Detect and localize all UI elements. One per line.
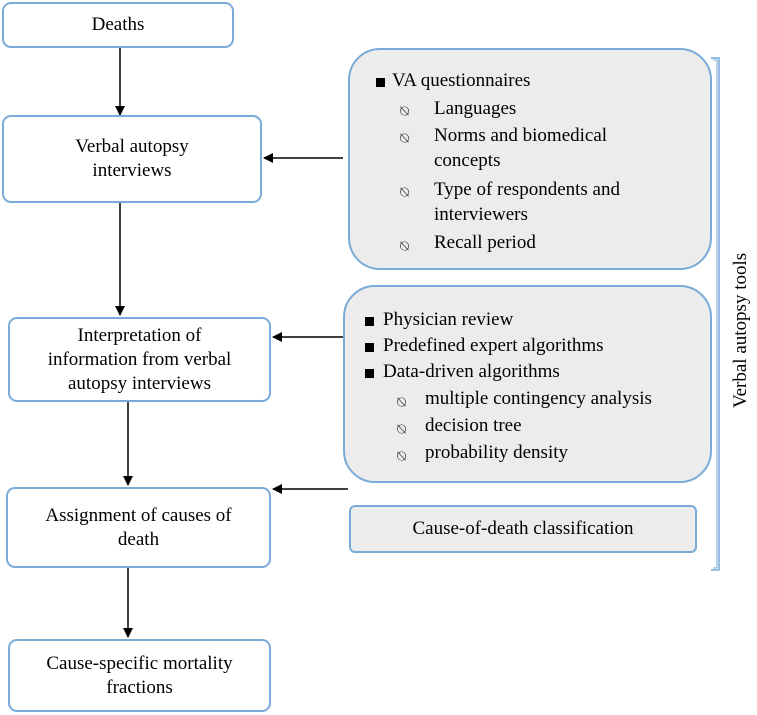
bullet-square-icon xyxy=(376,78,385,87)
interpretation-label-1: Interpretation of xyxy=(77,324,202,346)
assignment-label-1: Assignment of causes of xyxy=(45,504,232,526)
classification-label: Cause-of-death classification xyxy=(412,518,634,539)
assignment-label-2: death xyxy=(117,528,160,550)
bullet-square-icon xyxy=(365,343,374,352)
questionnaire-item: Norms and biomedical xyxy=(434,125,608,146)
fractions-label-1: Cause-specific mortality xyxy=(46,652,233,674)
questionnaire-item: Languages xyxy=(434,98,517,119)
checkmark-icon: ⍉ xyxy=(400,185,410,201)
checkmark-icon: ⍉ xyxy=(397,449,407,465)
method-item: Predefined expert algorithms xyxy=(383,335,604,356)
method-item: Data-driven algorithms xyxy=(383,361,560,382)
interpretation-label-2: information from verbal xyxy=(47,348,232,370)
interpretation-label-3: autopsy interviews xyxy=(67,372,211,394)
assignment-box: Assignment of causes of death xyxy=(6,487,271,568)
method-subitem: decision tree xyxy=(425,415,522,436)
classification-box: Cause-of-death classification xyxy=(349,505,697,553)
bullet-square-icon xyxy=(365,317,374,326)
checkmark-icon: ⍉ xyxy=(397,395,407,411)
checkmark-icon: ⍉ xyxy=(400,239,410,255)
methods-panel: Physician review Predefined expert algor… xyxy=(343,285,712,483)
interpretation-box: Interpretation of information from verba… xyxy=(8,317,271,402)
method-item: Physician review xyxy=(383,309,514,330)
tools-bracket-label: Verbal autopsy tools xyxy=(730,252,751,408)
tools-bracket xyxy=(711,57,720,571)
method-subitem: probability density xyxy=(425,442,569,463)
questionnaires-panel: VA questionnaires ⍉ Languages ⍉ Norms an… xyxy=(348,48,712,270)
questionnaire-item: Type of respondents and xyxy=(434,179,620,200)
checkmark-icon: ⍉ xyxy=(400,104,410,120)
deaths-label: Deaths xyxy=(91,14,145,35)
checkmark-icon: ⍉ xyxy=(400,131,410,147)
questionnaire-item-cont: interviewers xyxy=(434,204,528,225)
fractions-label-2: fractions xyxy=(106,676,173,698)
interviews-box: Verbal autopsy interviews xyxy=(2,115,262,203)
fractions-box: Cause-specific mortality fractions xyxy=(8,639,271,712)
interviews-label-2: interviews xyxy=(92,160,172,181)
bullet-square-icon xyxy=(365,369,374,378)
method-subitem: multiple contingency analysis xyxy=(425,388,652,409)
questionnaire-item: Recall period xyxy=(434,232,536,253)
questionnaires-heading: VA questionnaires xyxy=(392,70,531,91)
interviews-label-1: Verbal autopsy xyxy=(75,136,189,157)
deaths-box: Deaths xyxy=(2,2,234,48)
checkmark-icon: ⍉ xyxy=(397,422,407,438)
questionnaire-item-cont: concepts xyxy=(434,150,501,171)
